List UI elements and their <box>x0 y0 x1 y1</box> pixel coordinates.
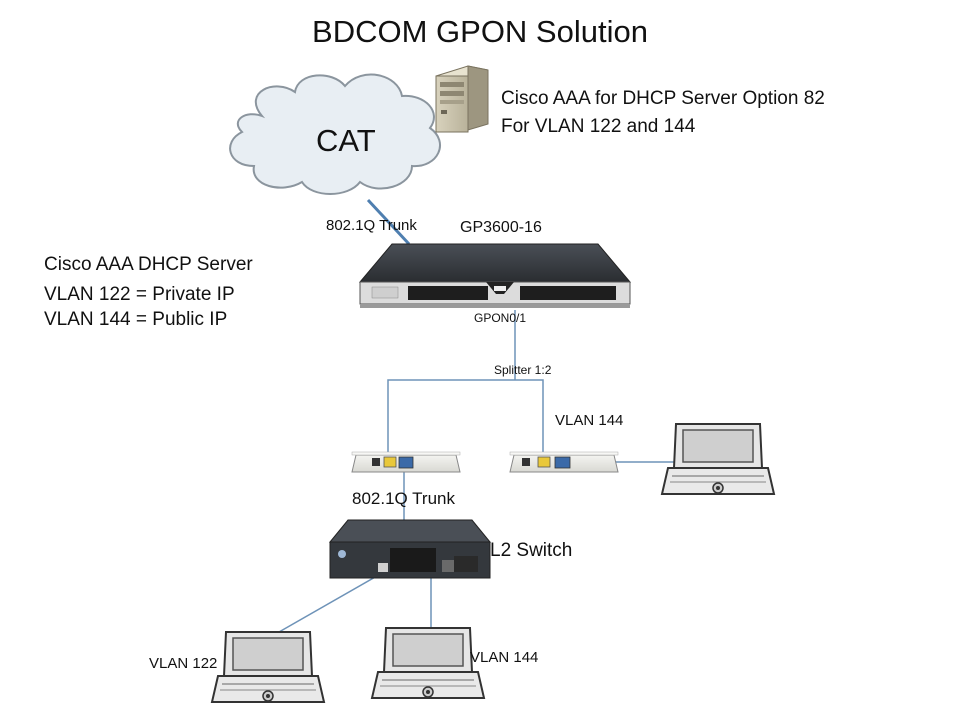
gpon-port-label: GPON0/1 <box>474 311 527 325</box>
dhcp-info-line3: VLAN 144 = Public IP <box>44 309 228 330</box>
cloud-label: CAT <box>316 123 376 158</box>
cat-cloud <box>229 73 441 195</box>
onu-left <box>351 451 461 473</box>
olt-name-label: GP3600-16 <box>460 219 542 236</box>
laptop-vlan-144 <box>371 627 485 699</box>
host-left-vlan-label: VLAN 122 <box>149 655 218 672</box>
dhcp-info-line2: VLAN 122 = Private IP <box>44 284 235 305</box>
laptop-vlan-122 <box>211 631 325 703</box>
laptop-right-onu <box>661 423 775 495</box>
splitter-label: Splitter 1:2 <box>494 363 552 377</box>
trunk-link-cloud-olt <box>366 198 411 246</box>
onu-right-vlan-label: VLAN 144 <box>555 412 624 429</box>
trunk-label-cloud-olt: 802.1Q Trunk <box>326 217 417 234</box>
l2-switch <box>328 519 492 579</box>
diagram-title: BDCOM GPON Solution <box>312 14 648 49</box>
aaa-server-label-line2: For VLAN 122 and 144 <box>501 116 696 137</box>
olt-gp3600-16 <box>358 243 632 308</box>
host-right-vlan-label: VLAN 144 <box>470 649 539 666</box>
dhcp-info-line1: Cisco AAA DHCP Server <box>44 254 253 275</box>
trunk-label-onu-switch: 802.1Q Trunk <box>352 489 456 508</box>
aaa-server-icon <box>435 65 489 133</box>
fiber-splitter-onu-left <box>387 379 515 462</box>
fiber-splitter-onu-right <box>515 379 544 462</box>
aaa-server-label-line1: Cisco AAA for DHCP Server Option 82 <box>501 88 825 109</box>
onu-right <box>509 451 619 473</box>
link-switch-laptop-left <box>271 571 385 637</box>
switch-label: L2 Switch <box>490 540 573 561</box>
